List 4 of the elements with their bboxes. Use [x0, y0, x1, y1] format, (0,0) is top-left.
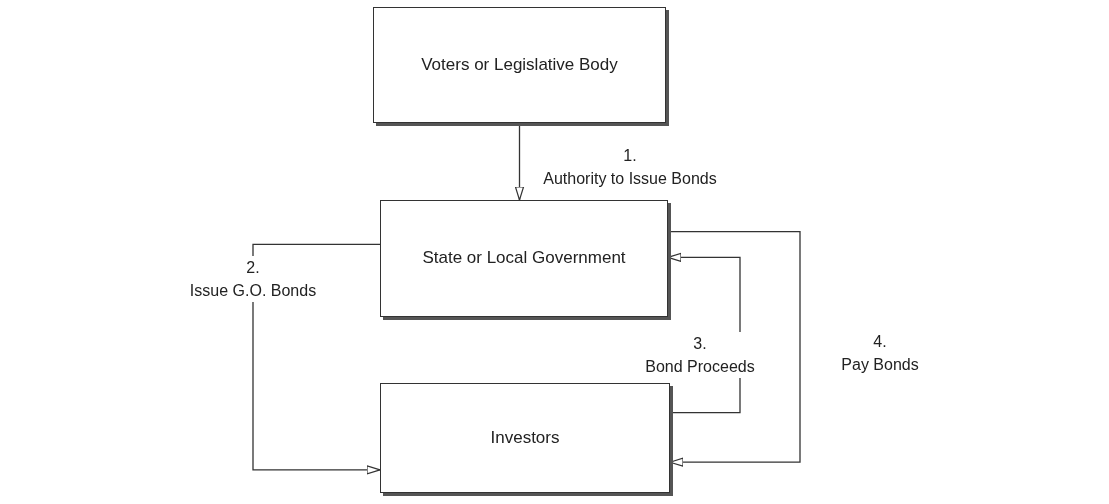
- process-box: Investors: [380, 383, 670, 493]
- process-box: Voters or Legislative Body: [373, 7, 666, 123]
- process-box: State or Local Government: [380, 200, 668, 317]
- arrow: [252, 243, 381, 475]
